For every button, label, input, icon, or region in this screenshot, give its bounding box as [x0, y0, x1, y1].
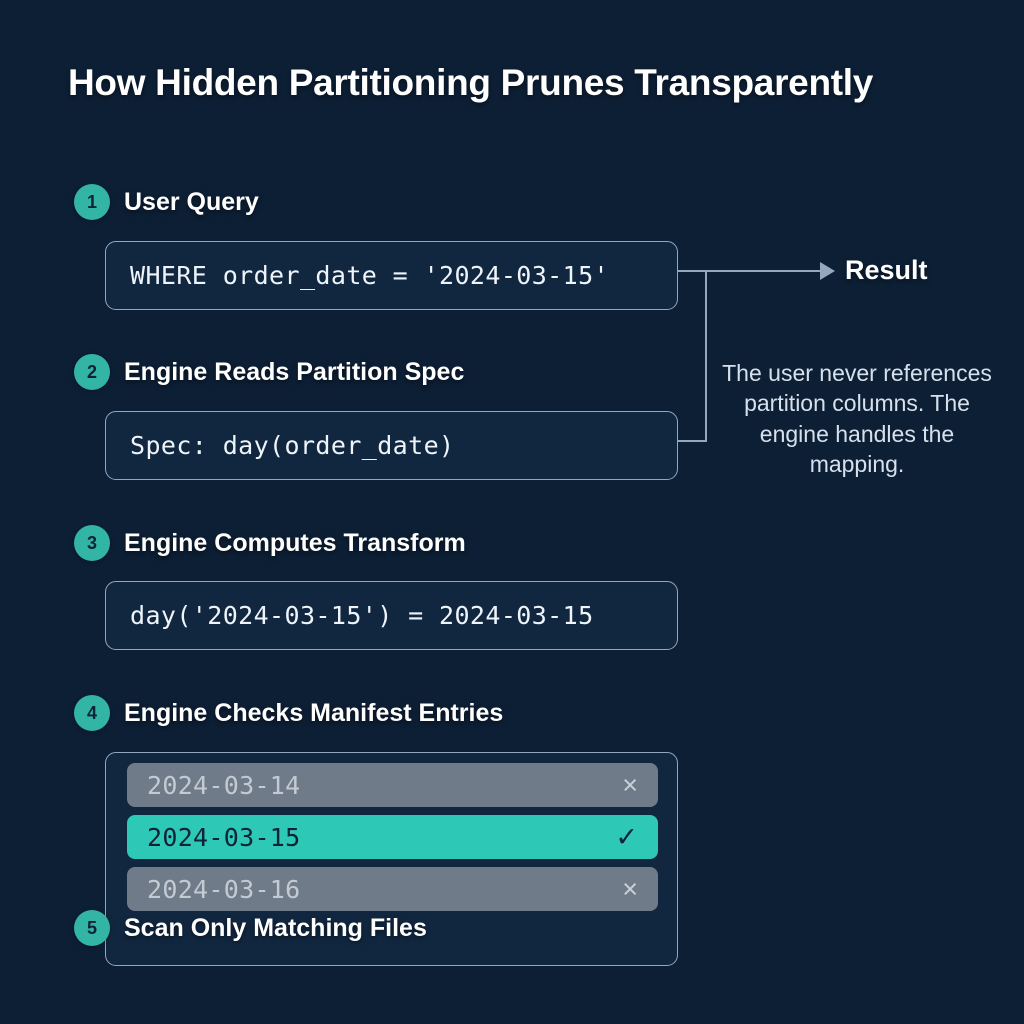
result-label: Result [845, 255, 928, 285]
step-badge-1: 1 [74, 184, 110, 220]
step-label-1: User Query [124, 187, 259, 216]
manifest-date-0: 2024-03-14 [147, 770, 301, 800]
step-badge-4: 4 [74, 695, 110, 731]
manifest-row-0[interactable]: 2024-03-14 × [127, 763, 658, 807]
match-check-icon: ✓ [615, 821, 638, 852]
step-label-3: Engine Computes Transform [124, 528, 466, 557]
manifest-row-2[interactable]: 2024-03-16 × [127, 867, 658, 911]
code-text-1: WHERE order_date = '2024-03-15' [130, 261, 609, 290]
connector-into-spec-box [678, 440, 707, 443]
code-box-user-query: WHERE order_date = '2024-03-15' [105, 241, 678, 310]
code-box-transform: day('2024-03-15') = 2024-03-15 [105, 581, 678, 650]
step-header-1: 1 User Query [74, 184, 259, 220]
code-box-partition-spec: Spec: day(order_date) [105, 411, 678, 480]
step-header-4: 4 Engine Checks Manifest Entries [74, 695, 503, 731]
step-header-2: 2 Engine Reads Partition Spec [74, 354, 464, 390]
step-label-5: Scan Only Matching Files [124, 913, 427, 942]
step-badge-5: 5 [74, 910, 110, 946]
manifest-row-1[interactable]: 2024-03-15 ✓ [127, 815, 658, 859]
code-text-2: Spec: day(order_date) [130, 431, 455, 460]
connector-query-to-result [678, 270, 832, 273]
skip-cross-icon: × [622, 769, 638, 800]
code-text-3: day('2024-03-15') = 2024-03-15 [130, 601, 594, 630]
step-label-4: Engine Checks Manifest Entries [124, 698, 504, 727]
step-header-3: 3 Engine Computes Transform [74, 525, 466, 561]
connector-vertical-branch [705, 272, 708, 442]
step-badge-3: 3 [74, 525, 110, 561]
manifest-date-2: 2024-03-16 [147, 874, 301, 904]
page-title: How Hidden Partitioning Prunes Transpare… [68, 62, 874, 103]
manifest-entries-box: 2024-03-14 × 2024-03-15 ✓ 2024-03-16 × [105, 752, 678, 966]
annotation-text: The user never references partition colu… [722, 360, 992, 478]
manifest-date-1: 2024-03-15 [147, 822, 301, 852]
arrow-head-icon [820, 262, 835, 280]
step-header-5: 5 Scan Only Matching Files [74, 910, 427, 946]
step-badge-2: 2 [74, 354, 110, 390]
skip-cross-icon: × [622, 873, 638, 904]
step-label-2: Engine Reads Partition Spec [124, 357, 465, 386]
